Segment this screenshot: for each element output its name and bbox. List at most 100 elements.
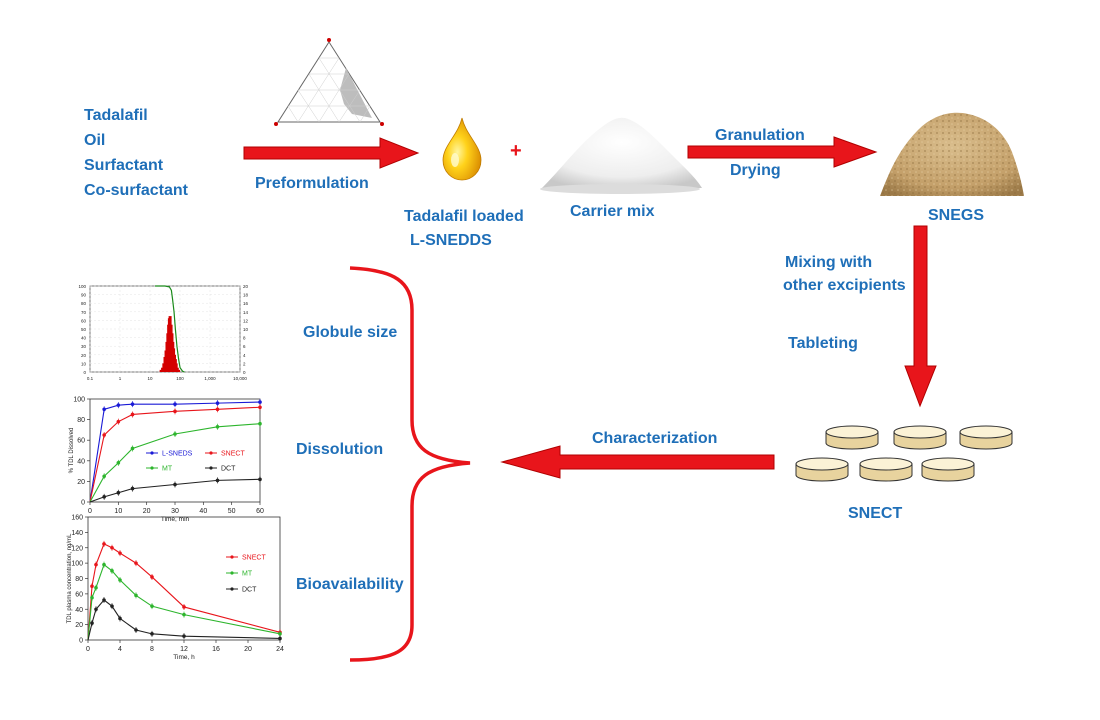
data-point	[94, 562, 98, 567]
data-point	[134, 628, 138, 632]
data-point	[110, 545, 114, 550]
oil-droplet-icon	[442, 117, 482, 181]
data-point	[258, 421, 262, 426]
x-axis-label: Time, min	[161, 516, 190, 523]
y-tick-label: 40	[75, 607, 83, 614]
x-tick-label: 100	[176, 376, 184, 381]
dissolution-label: Dissolution	[296, 441, 384, 458]
legend-label: DCT	[242, 587, 257, 594]
data-point	[102, 562, 106, 567]
tableting-label: Tableting	[788, 335, 858, 352]
x-tick-label: 1	[119, 376, 122, 381]
data-point	[173, 482, 177, 487]
data-point	[110, 569, 114, 573]
legend-marker	[230, 587, 234, 591]
data-point	[215, 401, 220, 405]
data-point	[116, 403, 121, 407]
x-tick-label: 4	[118, 646, 122, 653]
y-tick-label: 60	[81, 318, 87, 323]
x-tick-label: 1,000	[204, 376, 216, 381]
y-tick-label: 20	[81, 353, 87, 358]
legend-label: SNECT	[242, 555, 266, 562]
y-tick-label: 120	[71, 545, 83, 552]
x-tick-label: 12	[180, 646, 188, 653]
mixing-label-line2: other excipients	[783, 277, 906, 294]
y-tick-label: 100	[71, 561, 83, 568]
y-tick-label: 10	[81, 361, 87, 366]
y2-tick-label: 16	[243, 301, 249, 306]
loaded-lsnedds-label-line2: L-SNEDDS	[410, 232, 492, 249]
y-tick-label: 40	[77, 458, 85, 465]
data-point	[130, 402, 135, 406]
y-tick-label: 60	[75, 591, 83, 598]
ingredient-surfactant: Surfactant	[84, 157, 164, 174]
globule-size-label: Globule size	[303, 324, 398, 341]
ingredient-cosurfactant: Co-surfactant	[84, 182, 189, 199]
data-point	[110, 604, 114, 608]
data-point	[116, 461, 121, 465]
x-tick-label: 50	[228, 508, 236, 515]
white-powder-pile-icon	[540, 117, 702, 194]
y2-tick-label: 0	[243, 370, 246, 375]
data-point	[90, 584, 94, 588]
y-tick-label: 30	[81, 344, 87, 349]
legend-marker	[209, 451, 213, 455]
curly-brace	[349, 266, 471, 662]
granulation-label: Granulation	[715, 127, 805, 144]
ternary-phase-diagram-icon	[274, 38, 384, 126]
series-line	[87, 599, 281, 641]
tablet-icon	[959, 425, 1013, 450]
data-point	[130, 412, 135, 417]
y2-tick-label: 20	[243, 284, 249, 289]
data-point	[102, 598, 106, 602]
x-tick-label: 10	[147, 376, 153, 381]
data-point	[215, 478, 220, 483]
y2-tick-label: 12	[243, 318, 249, 323]
data-point	[130, 446, 135, 451]
drying-label: Drying	[730, 162, 781, 179]
distribution-bar	[177, 369, 181, 372]
series-line	[87, 563, 281, 641]
arrow-granulation	[687, 136, 878, 168]
snegs-label: SNEGS	[928, 207, 985, 224]
data-point	[150, 632, 154, 636]
x-tick-label: 0	[88, 508, 92, 515]
characterization-label: Characterization	[592, 430, 718, 447]
x-tick-label: 30	[171, 508, 179, 515]
y2-tick-label: 18	[243, 293, 249, 298]
cumulative-line	[155, 285, 185, 373]
mixing-label-line1: Mixing with	[785, 254, 873, 271]
legend-marker	[150, 466, 154, 470]
plot-frame	[87, 516, 281, 641]
data-point	[150, 604, 154, 608]
preformulation-label: Preformulation	[255, 175, 369, 192]
legend-label: L-SNEDS	[162, 451, 193, 458]
snect-label: SNECT	[848, 505, 903, 522]
arrow-characterization	[500, 445, 775, 479]
y-tick-label: 100	[78, 284, 86, 289]
legend-marker	[230, 555, 234, 559]
data-point	[134, 561, 138, 565]
y-tick-label: 20	[77, 479, 85, 486]
data-point	[182, 612, 186, 617]
y-tick-label: 80	[75, 576, 83, 583]
legend-label: DCT	[221, 466, 236, 473]
data-point	[118, 551, 122, 555]
x-tick-label: 60	[256, 508, 264, 515]
y-tick-label: 40	[81, 336, 87, 341]
plus-sign: +	[510, 140, 522, 162]
data-point	[278, 632, 282, 636]
granule-pile-icon	[880, 112, 1024, 196]
y-tick-label: 60	[77, 438, 85, 445]
data-point	[130, 486, 135, 491]
legend-marker	[150, 451, 154, 455]
y-tick-label: 0	[81, 500, 85, 507]
data-point	[215, 407, 220, 412]
y2-tick-label: 10	[243, 327, 249, 332]
y-tick-label: 160	[71, 515, 83, 522]
data-point	[102, 407, 106, 412]
carrier-mix-label: Carrier mix	[570, 203, 655, 220]
x-tick-label: 20	[244, 646, 252, 653]
y-tick-label: 0	[79, 638, 83, 645]
